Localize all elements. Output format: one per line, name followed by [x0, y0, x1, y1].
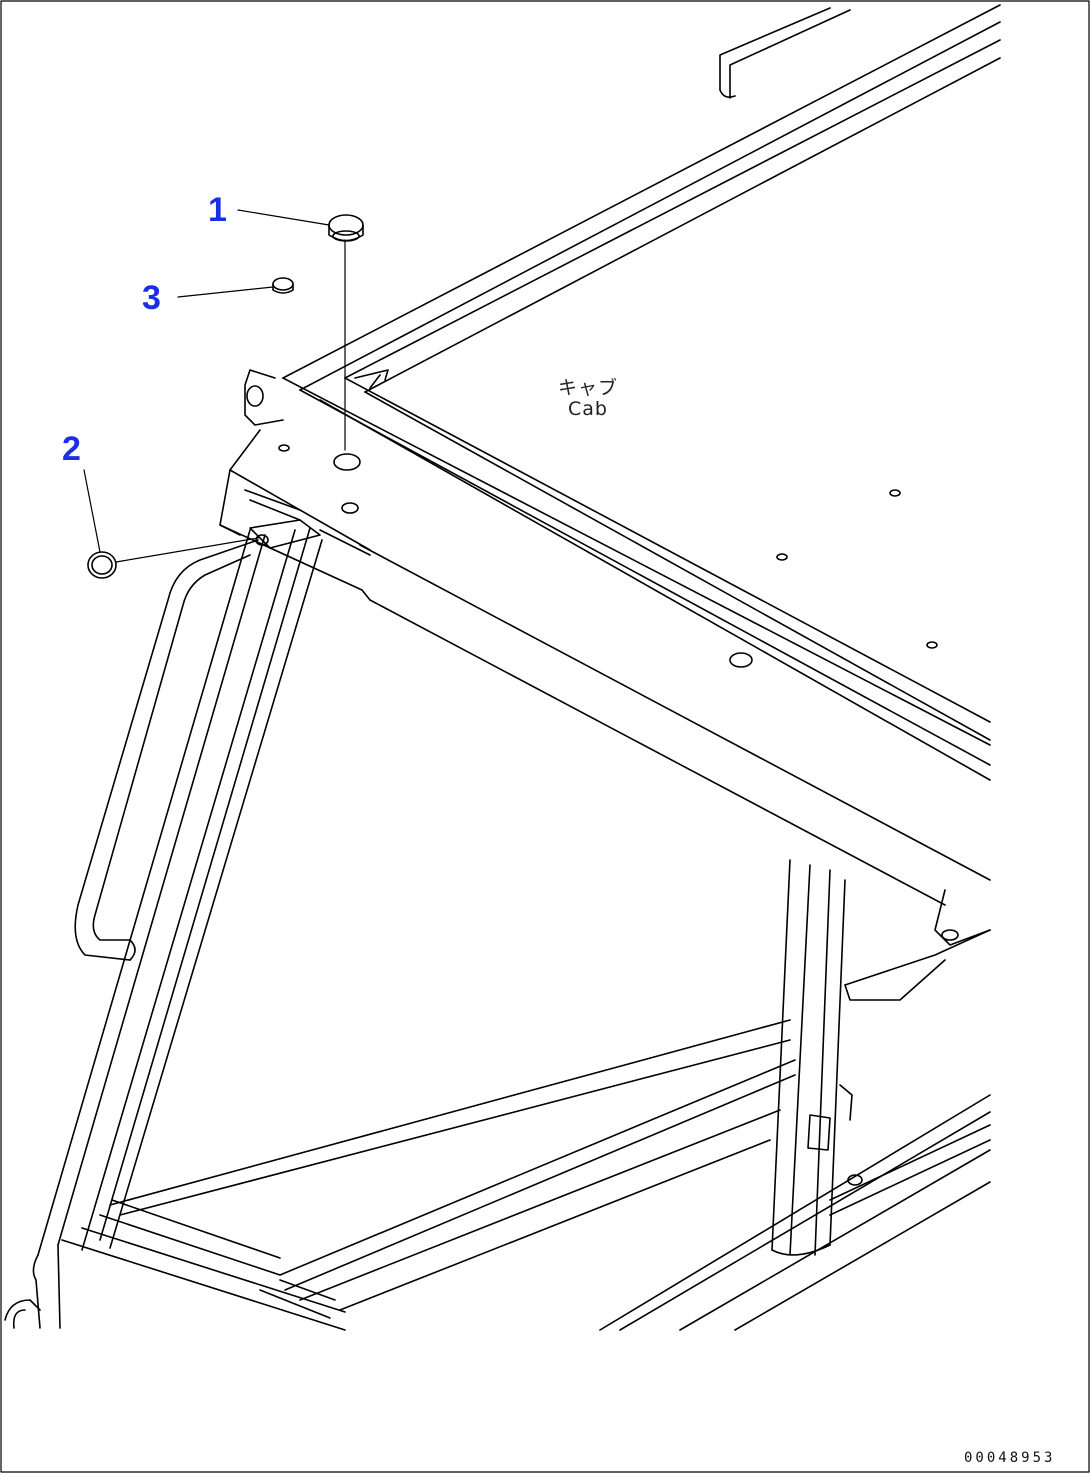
cab-label-en: Cab — [568, 397, 608, 420]
right-sill — [599, 1094, 991, 1331]
roof-rail — [282, 4, 1001, 393]
handrail — [74, 539, 259, 961]
roof-holes — [278, 444, 938, 668]
callout-1: 1 — [208, 191, 227, 229]
hinge-bracket — [249, 369, 389, 556]
document-id: 00048953 — [964, 1450, 1056, 1466]
part-1-cap — [328, 214, 364, 242]
cab-label: キャブ Cab — [548, 378, 628, 420]
center-pillar — [771, 859, 853, 1256]
part-2-grommet — [87, 551, 117, 579]
part-3-cap — [272, 277, 294, 294]
header-bracket — [844, 889, 991, 1001]
cab-label-jp: キャブ — [557, 377, 618, 399]
lower-frame — [61, 1019, 796, 1331]
callout-2: 2 — [62, 430, 81, 468]
callout-3: 3 — [142, 279, 161, 317]
front-header-beam — [219, 369, 991, 906]
left-pillar — [4, 527, 323, 1329]
callout-leaders — [83, 209, 330, 563]
